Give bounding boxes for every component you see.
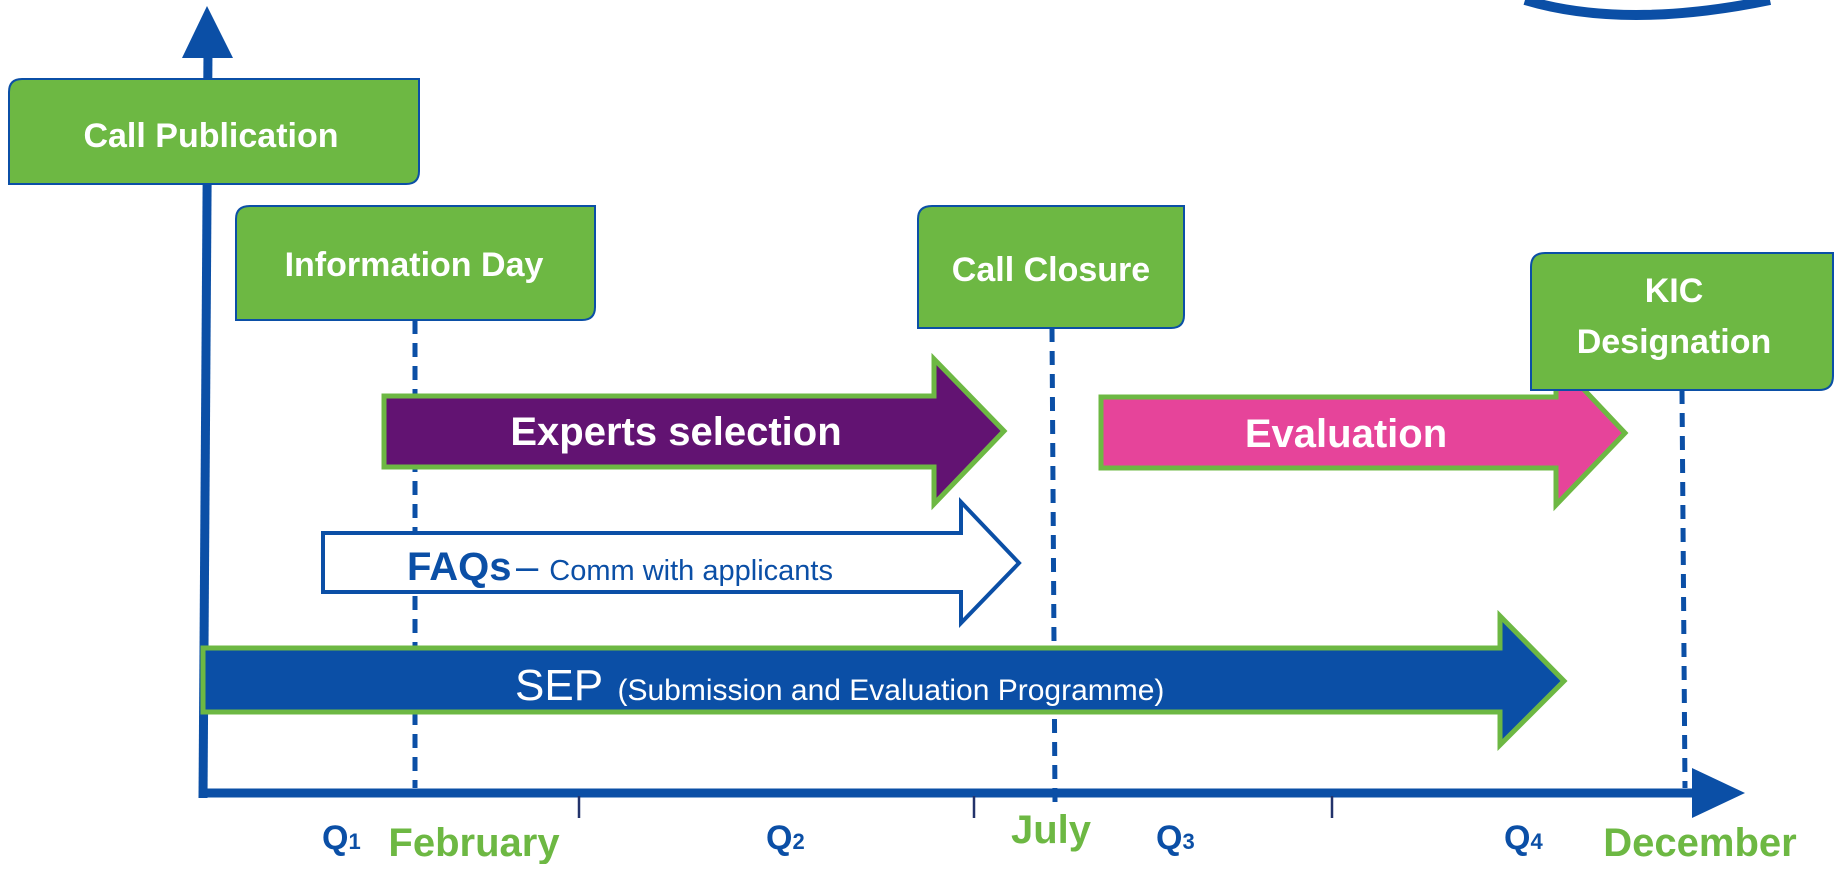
faqs-label-rest: Comm with applicants bbox=[549, 555, 833, 587]
quarter-number: 4 bbox=[1530, 829, 1543, 854]
experts-selection-arrow bbox=[381, 352, 1008, 511]
sep-label-rest: (Submission and Evaluation Programme) bbox=[618, 674, 1165, 707]
faqs-label: FAQs – Comm with applicants bbox=[407, 545, 833, 589]
experts-selection-label: Experts selection bbox=[510, 410, 841, 454]
july-marker-line bbox=[1049, 327, 1058, 803]
sep-label-main: SEP bbox=[515, 661, 603, 710]
faqs-label-dash: – bbox=[516, 545, 549, 589]
quarter-label-q1: Q1 bbox=[322, 819, 361, 857]
evaluation-label: Evaluation bbox=[1245, 412, 1447, 456]
kic-designation-box bbox=[1530, 252, 1834, 391]
quarter-letter: Q bbox=[1504, 819, 1530, 857]
information-day-box bbox=[235, 205, 596, 321]
information-day-label: Information Day bbox=[285, 246, 544, 284]
quarter-letter: Q bbox=[322, 819, 348, 857]
quarter-number: 1 bbox=[348, 829, 360, 854]
quarter-number: 3 bbox=[1182, 829, 1194, 854]
month-label-july: July bbox=[1011, 808, 1092, 852]
call-closure-box bbox=[917, 205, 1185, 329]
vertical-axis-arrowhead bbox=[182, 6, 233, 58]
call-publication-box bbox=[8, 78, 420, 185]
kic-designation-label-line1: KIC bbox=[1645, 272, 1704, 310]
month-label-february: February bbox=[388, 821, 560, 864]
horizontal-axis-arrowhead bbox=[1692, 768, 1745, 818]
faqs-arrow bbox=[321, 496, 1022, 628]
quarter-label-q3: Q3 bbox=[1156, 819, 1195, 857]
kic-designation-label-line2: Designation bbox=[1577, 323, 1772, 361]
quarter-label-q4: Q4 bbox=[1504, 819, 1543, 857]
sep-arrow bbox=[200, 609, 1568, 752]
quarter-label-q2: Q2 bbox=[766, 819, 805, 857]
faqs-label-bold: FAQs bbox=[407, 545, 511, 589]
quarter-letter: Q bbox=[766, 819, 792, 857]
december-marker-line bbox=[1679, 389, 1688, 789]
logo-arc bbox=[1523, 0, 1772, 20]
call-publication-label: Call Publication bbox=[83, 117, 338, 155]
month-label-december: December bbox=[1603, 821, 1796, 864]
quarter-letter: Q bbox=[1156, 819, 1182, 857]
call-closure-label: Call Closure bbox=[952, 251, 1150, 289]
quarter-number: 2 bbox=[792, 829, 804, 854]
sep-label: SEP (Submission and Evaluation Programme… bbox=[515, 661, 1164, 710]
